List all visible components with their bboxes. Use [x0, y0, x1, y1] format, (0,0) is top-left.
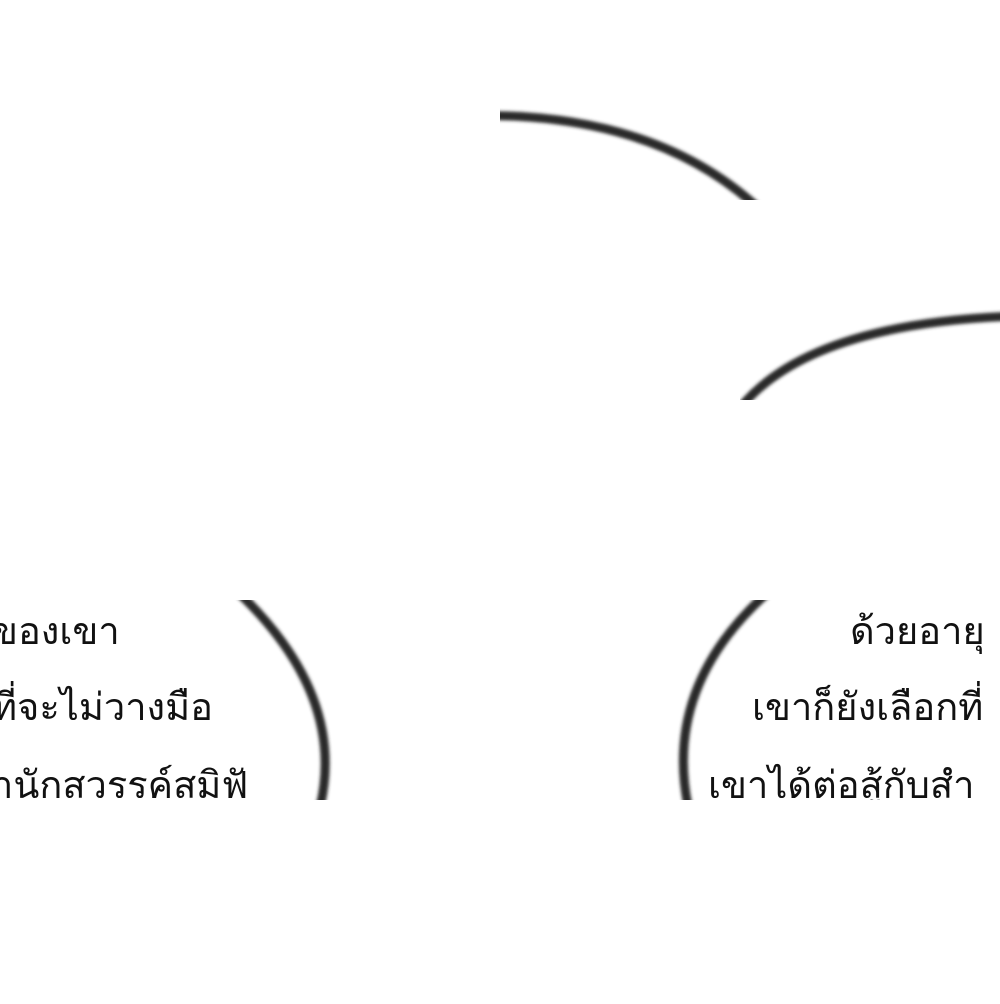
speech-bubble-right: ด้วยอายุ เขาก็ยังเลือกที่ เขาได้ต่อสู้กั…	[670, 600, 1000, 800]
speech-bubble-arc-middle	[740, 300, 1000, 400]
speech-bubble-left: ุของเขา ที่จะไม่วางมือ านักสวรรค์สมิฟั	[0, 600, 340, 800]
speech-bubble-arc-top	[500, 100, 765, 200]
speech-text-line: ุของเขา	[0, 609, 120, 653]
bubble-outline-right-edge	[239, 600, 330, 800]
speech-text-line: ที่จะไม่วางมือ	[0, 685, 213, 729]
bubble-outline-arc	[500, 111, 756, 200]
speech-text-line: ด้วยอายุ	[850, 609, 985, 653]
bubble-outline-left-edge	[678, 600, 767, 800]
speech-text-line: เขาได้ต่อสู้กับสำ	[708, 763, 975, 800]
speech-text-line: านักสวรรค์สมิฟั	[0, 763, 249, 800]
speech-text-line: เขาก็ยังเลือกที่	[752, 685, 984, 729]
cropped-bottom-strip	[0, 997, 1000, 1004]
bubble-outline-arc	[741, 312, 1000, 400]
